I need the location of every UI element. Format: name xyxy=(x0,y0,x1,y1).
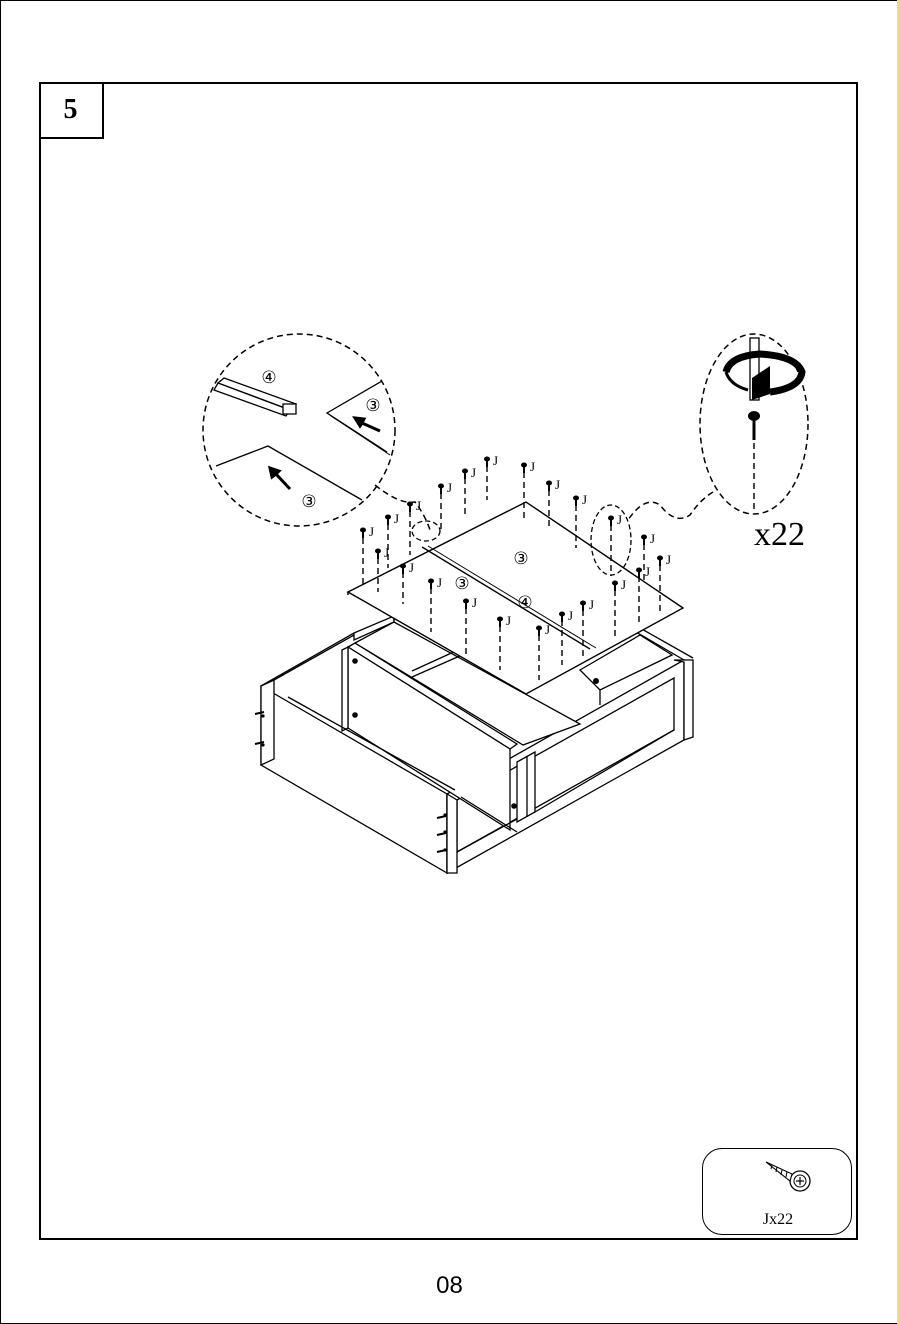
screw-label: J xyxy=(589,597,594,612)
screw-label: J xyxy=(506,613,511,628)
screw-label: J xyxy=(394,511,399,526)
screw-label: J xyxy=(582,492,587,507)
screw-label: J xyxy=(369,524,374,539)
callout-label-3-upper: ③ xyxy=(365,396,380,416)
quantity-label: x22 xyxy=(754,516,805,554)
page-number: 08 xyxy=(0,1272,899,1300)
screw-label: J xyxy=(530,459,535,474)
screw-label: J xyxy=(409,560,414,575)
screw-label: J xyxy=(472,595,477,610)
screw-label: J xyxy=(645,564,650,579)
screw-label: J xyxy=(617,512,622,527)
callout-label-4: ④ xyxy=(261,368,276,388)
screw-label: J xyxy=(447,480,452,495)
hardware-label: Jx22 xyxy=(703,1211,853,1229)
screw-label: J xyxy=(493,453,498,468)
screw-label: J xyxy=(471,465,476,480)
panel-label-3-top: ③ xyxy=(513,549,528,569)
panel-label-4: ④ xyxy=(517,593,532,613)
screw-label: J xyxy=(384,545,389,560)
screw-label: J xyxy=(545,622,550,637)
screw-label: J xyxy=(437,575,442,590)
left-detail-callout: ④ ③ ③ xyxy=(203,334,440,541)
panel-label-3-bottom: ③ xyxy=(454,574,469,594)
screw-label: J xyxy=(568,608,573,623)
screw-label: J xyxy=(650,531,655,546)
screw-label: J xyxy=(666,552,671,567)
callout-label-3-lower: ③ xyxy=(301,492,316,512)
screw-label: J xyxy=(621,577,626,592)
screw-label: J xyxy=(555,477,560,492)
hardware-box: Jx22 xyxy=(702,1148,852,1235)
